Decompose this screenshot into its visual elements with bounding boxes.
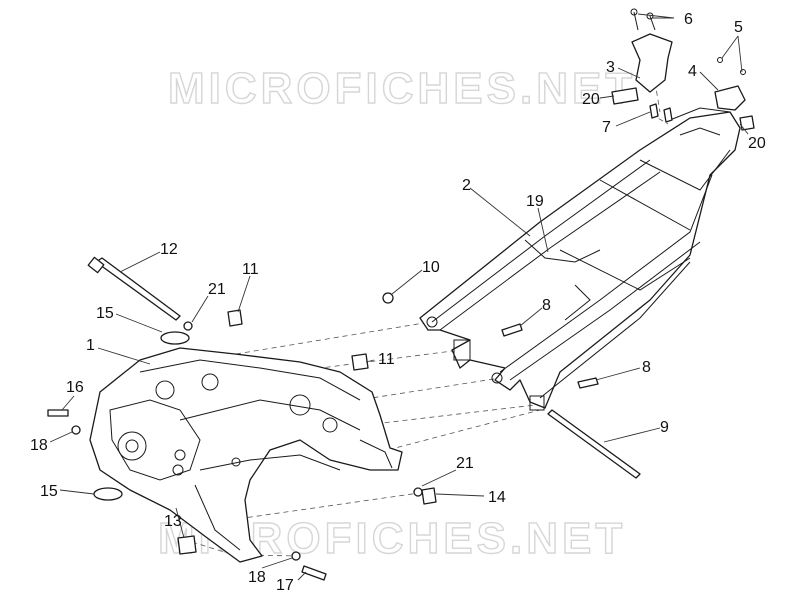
callout-8-upper: 8 (542, 297, 551, 314)
callout-20-left: 20 (582, 91, 600, 108)
callout-13: 13 (164, 513, 182, 530)
callout-11-upper: 11 (242, 261, 259, 278)
callout-15-lower: 15 (40, 483, 58, 500)
main-frame (89, 347, 403, 563)
callout-12: 12 (160, 241, 178, 258)
callout-10: 10 (422, 259, 440, 276)
callout-14: 14 (488, 489, 506, 506)
callout-15-upper: 15 (96, 305, 114, 322)
watermark-top: MICROFICHES.NET (168, 64, 636, 113)
callout-8-lower: 8 (642, 359, 651, 376)
rear-subframe (419, 107, 741, 411)
callout-17: 17 (276, 577, 294, 594)
callout-1: 1 (86, 337, 95, 354)
callout-19: 19 (526, 193, 544, 210)
callout-3: 3 (606, 59, 615, 76)
callout-4: 4 (688, 63, 697, 80)
callout-2: 2 (462, 177, 471, 194)
callout-18-bottom: 18 (248, 569, 266, 586)
callout-20-right: 20 (748, 135, 766, 152)
callout-7: 7 (602, 119, 611, 136)
callout-labels: 1 2 3 4 5 6 7 8 8 9 10 11 11 12 13 14 15… (30, 11, 766, 594)
leader-lines (49, 13, 749, 581)
callout-18-left: 18 (30, 437, 48, 454)
callout-9: 9 (660, 419, 669, 436)
callout-16: 16 (66, 379, 84, 396)
callout-6: 6 (684, 11, 693, 28)
fasteners (47, 256, 641, 581)
callout-21-lower: 21 (456, 455, 474, 472)
callout-11-lower: 11 (378, 351, 395, 368)
callout-5: 5 (734, 19, 743, 36)
upper-brackets (611, 8, 755, 131)
callout-21-upper: 21 (208, 281, 226, 298)
